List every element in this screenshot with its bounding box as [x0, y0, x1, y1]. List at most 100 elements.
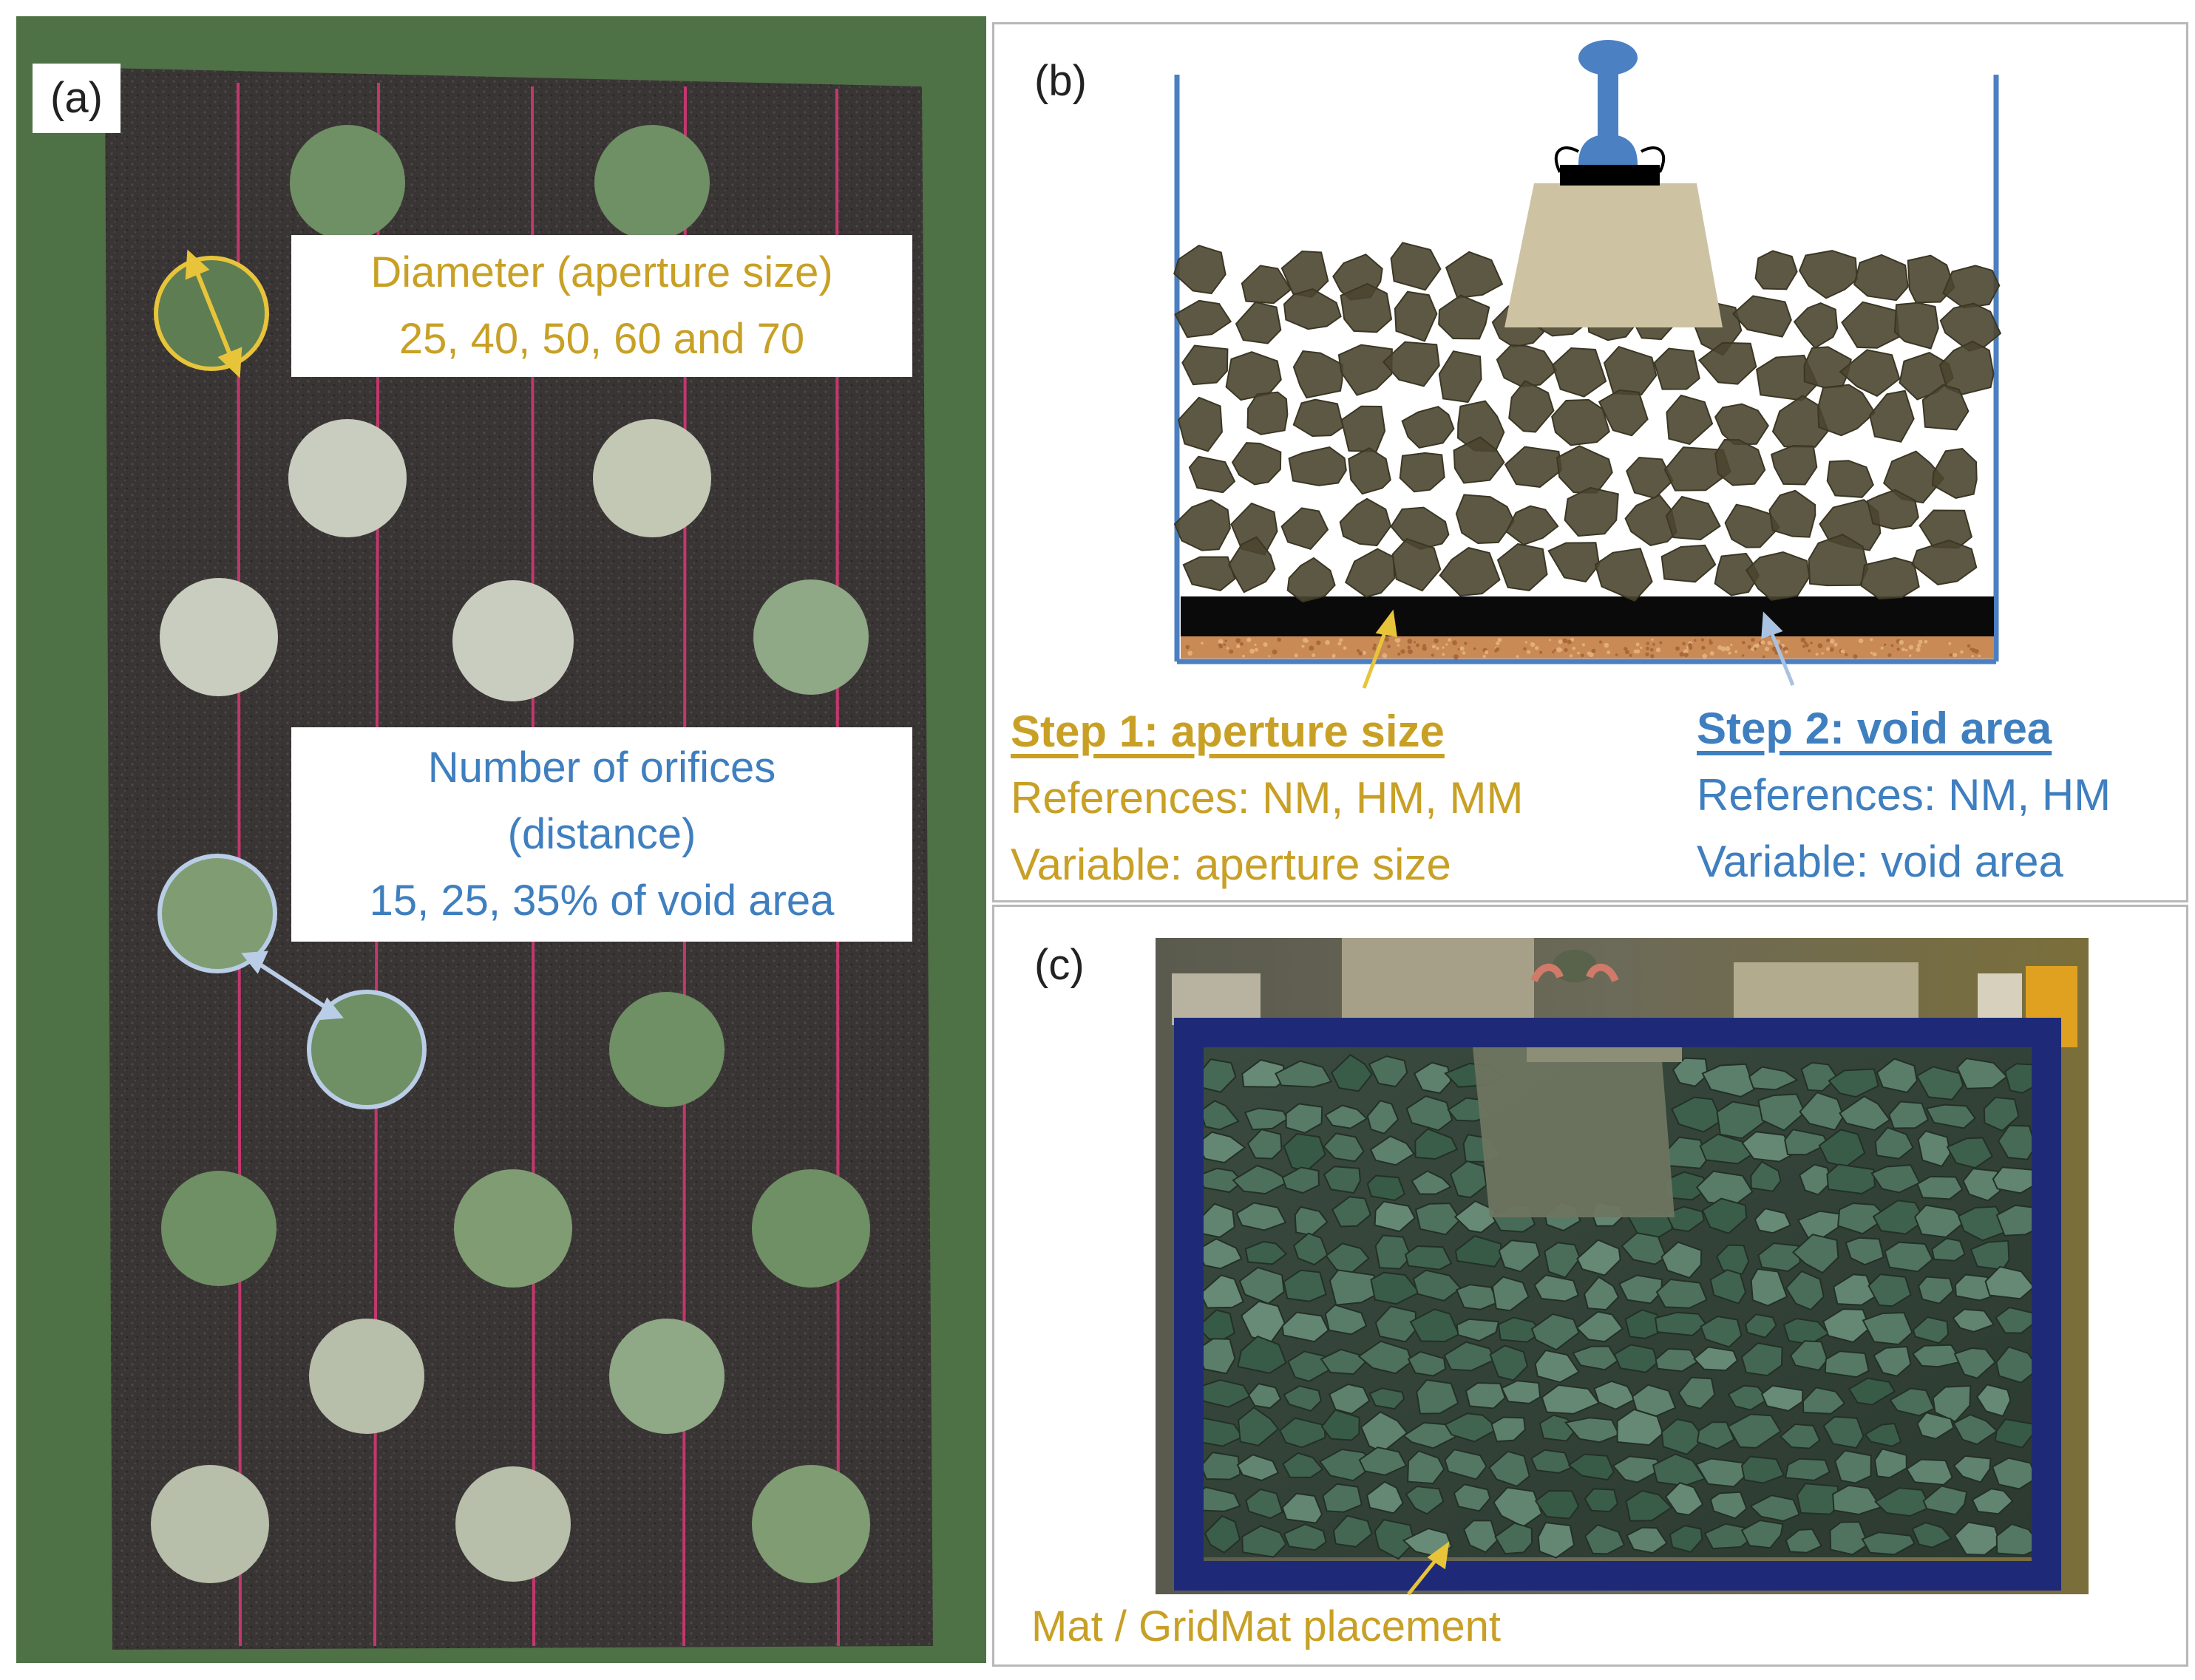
subgrade-grain [1948, 642, 1952, 645]
subgrade-grain [1277, 637, 1282, 642]
ballast-stone-photo [1625, 1489, 1673, 1522]
ballast-stone-photo [1618, 1274, 1663, 1305]
ballast-stone [1344, 548, 1396, 598]
subgrade-grain [1784, 650, 1788, 654]
ballast-stone-photo [1872, 1200, 1926, 1235]
subgrade-grain [1530, 642, 1536, 647]
subgrade-grain [1516, 655, 1519, 659]
subgrade-grain [1916, 643, 1921, 648]
subgrade-grain [1829, 639, 1835, 644]
subgrade-grain [1397, 652, 1401, 656]
subgrade-grain [1407, 645, 1411, 650]
ballast-stone-photo [1654, 1311, 1707, 1336]
subgrade-grain [1808, 649, 1811, 653]
subgrade-grain [1332, 653, 1336, 657]
subgrade-grain [1235, 638, 1241, 643]
ballast-stone-photo [1232, 1164, 1292, 1195]
ballast-stone [1564, 486, 1619, 537]
ballast-stone-photo [1584, 1488, 1619, 1513]
ballast-stone-photo [1444, 1412, 1500, 1443]
ballast-stone [1911, 540, 1978, 585]
subgrade-grain [1754, 643, 1760, 648]
ballast-stone-photo [1374, 1200, 1416, 1233]
ballast-stone-photo [1537, 1521, 1575, 1559]
panel-b-test-schematic: (b) Step 1: aperture size References: NM… [992, 22, 2188, 902]
ballast-stone-photo [1669, 1524, 1703, 1554]
subgrade-grain [1840, 649, 1845, 654]
subgrade-grain [1272, 649, 1278, 655]
ballast-stone [1931, 447, 1978, 499]
subgrade-grain [1730, 643, 1733, 647]
subgrade-grain [1496, 641, 1500, 646]
subgrade-grain [1702, 653, 1708, 659]
ballast-stone-photo [1995, 1523, 2044, 1557]
ballast-stone-photo [1324, 1304, 1368, 1336]
ballast-stone-photo [1283, 1269, 1327, 1302]
subgrade-grain [1452, 640, 1457, 646]
subgrade-grain [1800, 637, 1806, 643]
ballast-stone-photo [1701, 1063, 1756, 1098]
ballast-stone-photo [1488, 1450, 1530, 1488]
ballast-stone-photo [1285, 1103, 1323, 1134]
ballast-stone-photo [1953, 1455, 1992, 1483]
ballast-stone-photo [1916, 1175, 1964, 1200]
ballast-stone-photo [1962, 1168, 2001, 1202]
ballast-stone-photo [1824, 1350, 1870, 1378]
ballast-stone-photo [1465, 1381, 1506, 1409]
ballast-stone [1660, 544, 1717, 583]
ballast-stone [1181, 344, 1229, 386]
subgrade-texture [1185, 636, 1981, 660]
subgrade-grain [1422, 646, 1427, 651]
ballast-stone-photo [1740, 1519, 1784, 1549]
subgrade-grain [1826, 647, 1831, 651]
ballast-stone-photo [1247, 1382, 1282, 1409]
ballast-stone-photo [1318, 1448, 1377, 1482]
subgrade-grain [1570, 637, 1575, 642]
ballast-stone [1921, 384, 1970, 431]
ballast-stone [1399, 452, 1445, 493]
ballast-stone [1798, 250, 1858, 299]
subgrade-grain [1762, 655, 1765, 659]
subgrade-grain [1771, 646, 1777, 652]
ballast-stone [1770, 444, 1818, 486]
diameter-highlight-circle [154, 256, 269, 371]
ballast-stone-photo [1357, 1340, 1413, 1375]
sleeper-icon [1504, 183, 1723, 327]
ballast-stone-photo [1366, 1100, 1400, 1135]
subgrade-grain [1960, 650, 1964, 654]
arrow-icon-step2 [1761, 611, 1795, 686]
ballast-stone [1547, 542, 1601, 583]
orifice-hole [452, 580, 574, 701]
subgrade-grain [1887, 653, 1892, 657]
subgrade-grain [1387, 645, 1391, 649]
ballast-stone-photo [1455, 1284, 1499, 1310]
ballast-stone [1340, 282, 1393, 333]
ballast-stone-photo [1497, 1316, 1543, 1343]
ballast-stone-photo [1244, 1240, 1288, 1265]
ballast-stone-photo [1501, 1380, 1541, 1404]
ballast-stone-photo [1369, 1135, 1415, 1166]
ballast-stone-photo [1984, 1265, 2035, 1300]
ballast-stone-photo [1953, 1347, 1997, 1379]
ballast-stone-photo [1366, 1174, 1406, 1202]
ballast-stone-photo [1320, 1409, 1360, 1441]
ballast-stone-photo [1709, 1491, 1748, 1520]
ballast-stone [1594, 547, 1653, 602]
ballast-stone-photo [1971, 1488, 2014, 1515]
ballast-stone-photo [1912, 1316, 1950, 1344]
ballast-stone-photo [1449, 1160, 1487, 1199]
diameter-title: Diameter (aperture size) [370, 248, 833, 296]
subgrade-grain [1572, 646, 1576, 650]
subgrade-grain [1337, 642, 1342, 646]
ballast-stone-photo [1324, 1104, 1368, 1129]
ballast-stone-photo [1241, 1058, 1287, 1088]
subgrade-grain [1870, 638, 1873, 642]
ballast-stone-photo [1716, 1101, 1770, 1140]
step2-variable: Variable: void area [1697, 837, 2063, 886]
ballast-stone-photo [1740, 1342, 1783, 1377]
ballast-stone-photo [1283, 1385, 1323, 1412]
subgrade-grain [1858, 638, 1864, 644]
ballast-stone-photo [1760, 1384, 1804, 1412]
subgrade-grain [1629, 653, 1632, 657]
orifice-hole [151, 1465, 269, 1583]
